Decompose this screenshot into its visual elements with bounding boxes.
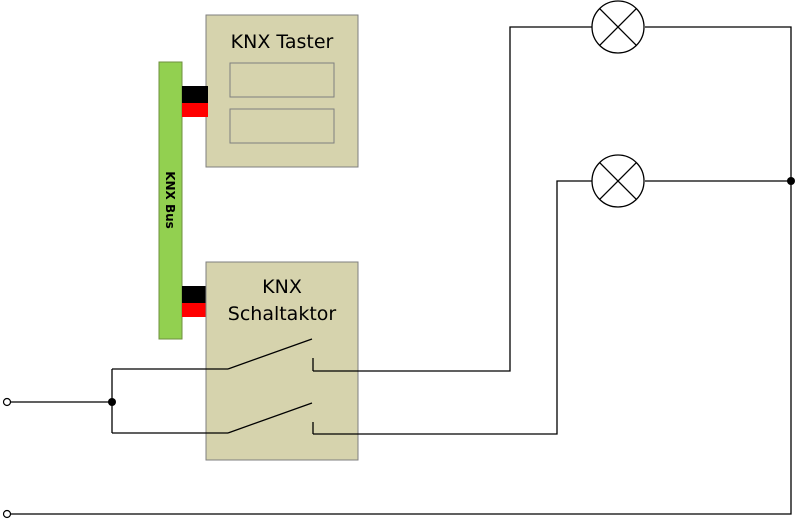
wire-lamp1-return	[645, 26, 792, 181]
bus-bar	[158, 61, 183, 340]
aktor-title-line2: Schaltaktor	[228, 303, 337, 325]
terminal-circle-icon[interactable]	[2, 509, 12, 519]
lamp-cross-icon	[591, 154, 645, 208]
aktor-bus-connector	[182, 286, 208, 317]
wire-switch1-to-lamp1	[313, 26, 592, 372]
wiring	[10, 26, 792, 515]
taster-rocker-bottom[interactable]	[229, 108, 335, 144]
knx-taster-device: KNX Taster	[205, 14, 359, 168]
taster-rocker-top[interactable]	[229, 62, 335, 98]
aktor-title-line1: KNX	[262, 276, 302, 298]
switch-contact-icon	[227, 338, 314, 371]
connector-red	[182, 103, 208, 117]
connector-black	[182, 286, 208, 303]
lamp-cross-icon	[591, 0, 645, 54]
aktor-body	[205, 261, 359, 461]
knx-schaltaktor-device: KNX Schaltaktor	[205, 261, 359, 461]
junction-dot-icon	[108, 398, 116, 406]
switch-contact-icon	[227, 402, 314, 434]
taster-title: KNX Taster	[231, 31, 334, 53]
terminal-circle-icon[interactable]	[2, 397, 12, 407]
junction-dot-icon	[787, 177, 795, 185]
knx-bus: KNX Bus	[158, 61, 183, 340]
connector-red	[182, 303, 208, 317]
wire-neutral	[10, 181, 792, 515]
wire-switch2-to-lamp2	[313, 180, 592, 435]
bus-label: KNX Bus	[163, 171, 177, 229]
connector-black	[182, 86, 208, 103]
taster-bus-connector	[182, 86, 208, 117]
